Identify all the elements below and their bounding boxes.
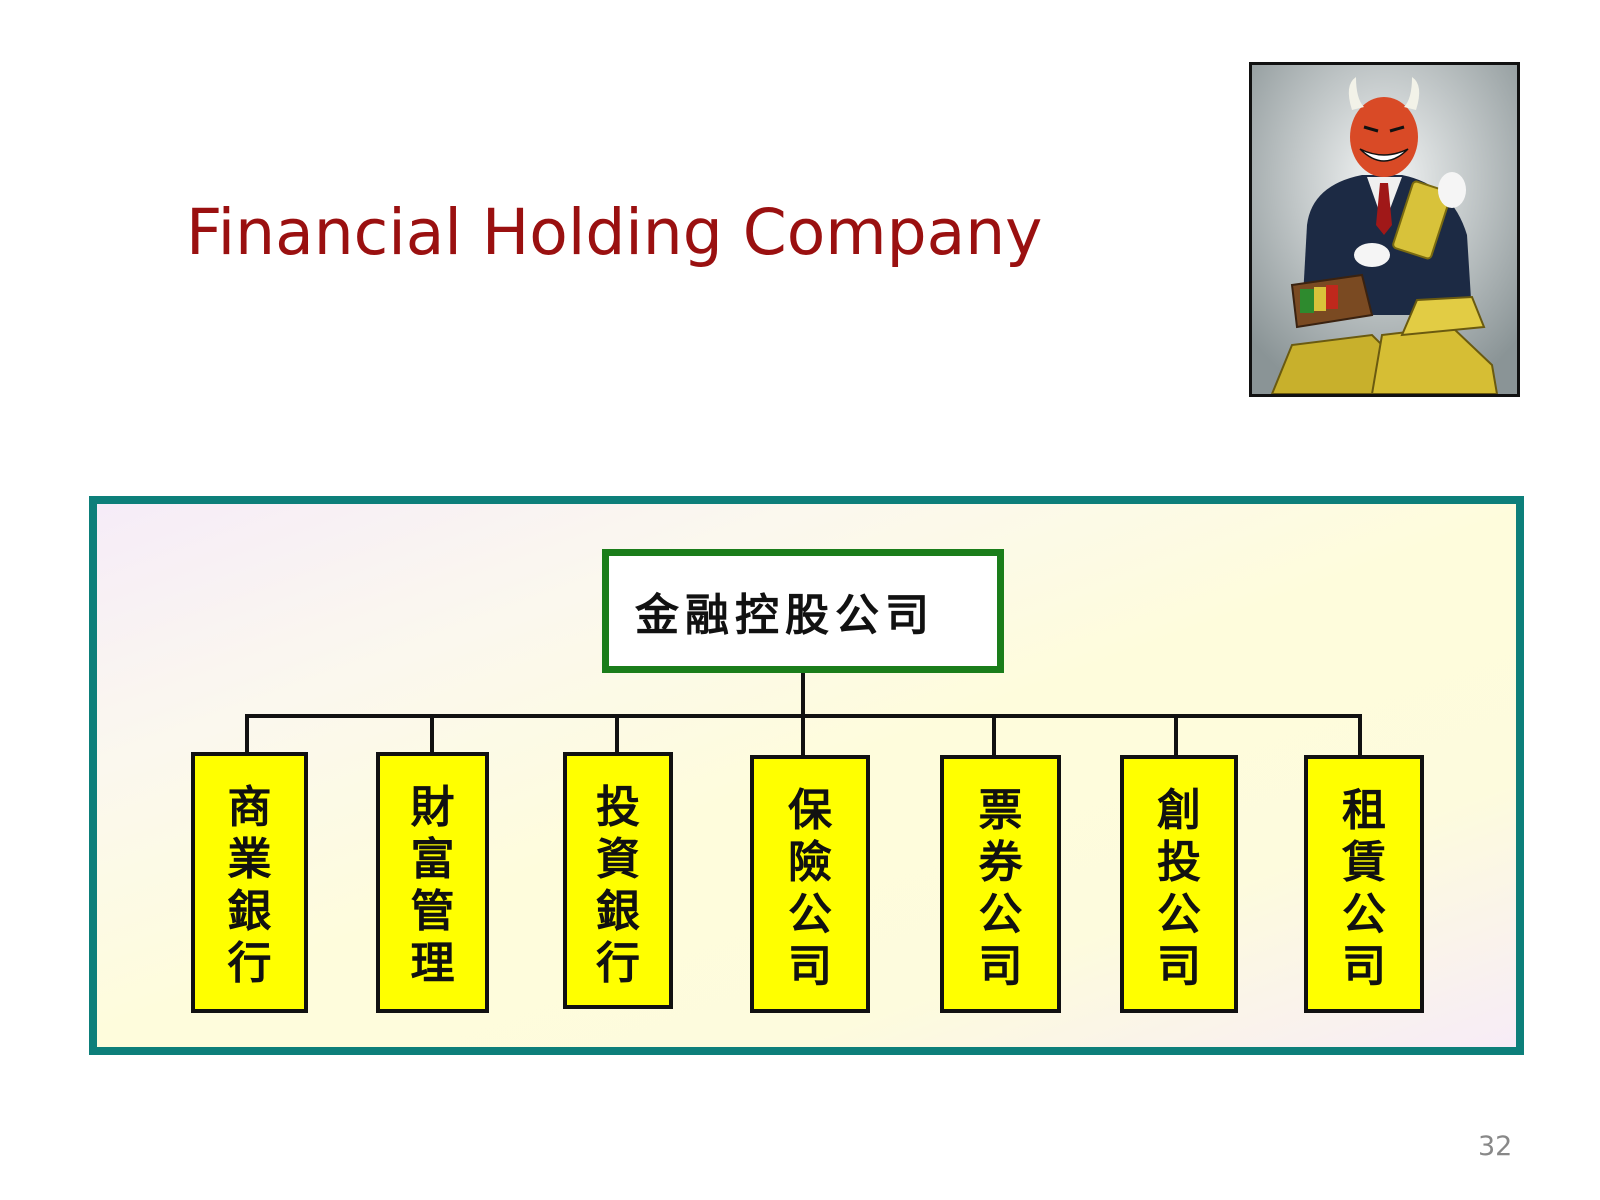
devil-banker-icon — [1252, 65, 1517, 394]
devil-banker-illustration — [1249, 62, 1520, 397]
slide-title: Financial Holding Company — [186, 196, 1043, 269]
child-node-wealth-management: 財富管理 — [376, 752, 489, 1013]
child-node-venture-capital-company: 創投公司 — [1120, 755, 1238, 1013]
child-node-leasing-company: 租賃公司 — [1304, 755, 1424, 1013]
page-number: 32 — [1478, 1131, 1513, 1162]
child-node-bills-finance-company: 票券公司 — [940, 755, 1061, 1013]
child-node-insurance-company: 保險公司 — [750, 755, 870, 1013]
child-node-investment-bank: 投資銀行 — [563, 752, 673, 1009]
child-node-commercial-bank: 商業銀行 — [191, 752, 308, 1013]
root-node-financial-holding: 金融控股公司 — [602, 549, 1004, 673]
